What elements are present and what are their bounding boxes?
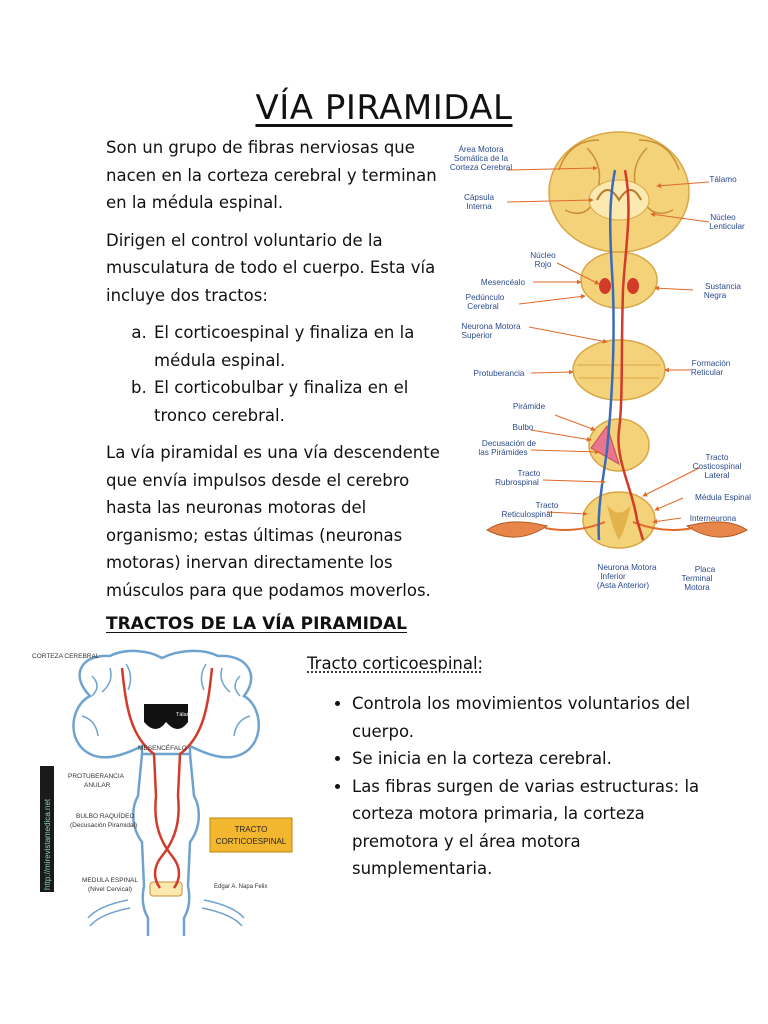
bullet-item: Se inicia en la corteza cerebral.	[352, 745, 712, 773]
subsection-title: Tracto corticoespinal:	[307, 654, 484, 673]
tracts-list: El corticoespinal y finaliza en la médul…	[106, 319, 441, 429]
watermark-url: http://mirevistamedica.net	[43, 798, 52, 890]
box-label-tracto: TRACTO	[235, 825, 268, 834]
tract-item-corticobulbar: El corticobulbar y finaliza en el tronco…	[152, 374, 441, 429]
bullet-item: Controla los movimientos voluntarios del…	[352, 690, 712, 745]
midbrain-section	[580, 251, 658, 309]
tract-red-right	[153, 667, 214, 889]
tract-red-left	[120, 667, 181, 889]
label-talamo-small: Tálamo	[176, 712, 194, 718]
corticospinal-tract-figure: Tálamo CORTEZA CEREBRAL MESENCÉFALO PROT…	[32, 649, 293, 936]
corticospinal-pathway-blue	[597, 169, 617, 541]
tract-item-corticoespinal: El corticoespinal y finaliza en la médul…	[152, 319, 441, 374]
intro-paragraph-1: Son un grupo de fibras nerviosas que nac…	[106, 138, 437, 212]
spinal-cord-section	[486, 491, 748, 549]
label-author: Edgar A. Napa Felix	[214, 884, 267, 890]
intro-text: Son un grupo de fibras nerviosas que nac…	[106, 134, 441, 614]
label-protuberancia: Protuberancia	[474, 369, 525, 378]
label-mesencefalo: Mesencéalo	[481, 278, 526, 287]
corticospinal-pathway-red	[617, 169, 645, 541]
label-bulbo-raquideo: BULBO RAQUÍDEO(Decusación Piramidal)	[70, 811, 137, 829]
label-interneurona: Interneurona	[690, 514, 737, 523]
page-title: VÍA PIRAMIDAL	[255, 88, 513, 128]
intro-paragraph-2: Dirigen el control voluntario de la musc…	[106, 230, 436, 305]
label-medula-cervical: MEDULA ESPINAL(Nivel Cervical)	[82, 877, 138, 893]
bullet-item: Las fibras surgen de varias estructuras:…	[352, 773, 712, 883]
pons-section	[572, 339, 666, 401]
label-talamo: Tálamo	[709, 175, 737, 184]
label-medula-espinal: Médula Espinal	[695, 493, 751, 502]
corticospinal-bullets: Controla los movimientos voluntarios del…	[310, 690, 712, 883]
tracto-corticoespinal-box	[209, 817, 293, 853]
label-mesencefalo-small: MESENCÉFALO	[138, 743, 187, 752]
brain-section	[548, 131, 690, 253]
label-bulbo: Bulbo	[513, 423, 534, 432]
brainstem-outline	[132, 753, 200, 936]
label-piramide: Pirámide	[513, 402, 546, 411]
section-title: TRACTOS DE LA VÍA PIRAMIDAL	[106, 614, 408, 634]
label-corteza-cerebral: CORTEZA CEREBRAL	[32, 653, 100, 660]
box-label-corticoespinal: CORTICOESPINAL	[216, 837, 287, 846]
intro-paragraph-3: La vía piramidal es una vía descendente …	[106, 443, 440, 600]
